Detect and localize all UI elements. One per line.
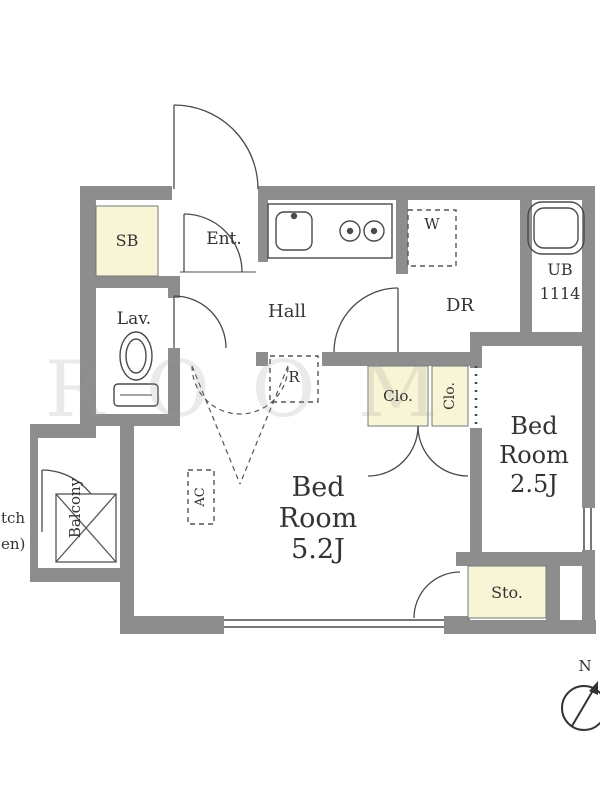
refrigerator-box xyxy=(269,355,319,403)
lavatory-door-arc xyxy=(173,295,227,349)
compass-icon xyxy=(561,681,600,731)
closet-door-arcs xyxy=(367,425,469,477)
dashed-equipment xyxy=(187,209,457,525)
hall-door-arc xyxy=(183,213,243,273)
label-entrance: Ent. xyxy=(206,229,242,249)
label-compass-north: N xyxy=(578,657,592,675)
label-lavatory: Lav. xyxy=(116,309,152,329)
washer-box xyxy=(407,209,457,267)
label-balcony: Balcony xyxy=(66,477,85,539)
label-closet-2: Clo. xyxy=(441,382,458,410)
ac-box xyxy=(187,469,215,525)
label-bedroom-25: Bed Room 2.5J xyxy=(499,412,569,498)
entrance-door-arc xyxy=(173,104,259,190)
label-closet-1: Clo. xyxy=(383,387,413,405)
watermark: ROOM xyxy=(45,345,480,435)
label-refrigerator: R xyxy=(288,368,300,386)
kitchen-counter xyxy=(267,203,393,259)
label-edge-fragment: tch en) xyxy=(1,509,26,553)
windows xyxy=(180,271,592,628)
label-washer: W xyxy=(424,215,440,233)
evacuation-hatch-icon xyxy=(55,493,117,563)
closet-1-zone xyxy=(367,365,429,427)
label-bedroom-52: Bed Room 5.2J xyxy=(278,472,358,565)
shoe-box-zone xyxy=(95,205,159,277)
label-ac: AC xyxy=(192,487,208,507)
label-dining-room: DR xyxy=(446,295,474,316)
walls xyxy=(30,186,596,634)
toilet-icon xyxy=(113,331,159,407)
label-unit-bath: UB 1114 xyxy=(539,260,581,303)
storage-zones xyxy=(95,205,547,619)
sink-icon xyxy=(275,211,313,251)
storage-zone xyxy=(467,565,547,619)
folding-door-dashed xyxy=(191,365,289,485)
label-storage: Sto. xyxy=(491,583,523,602)
label-hall: Hall xyxy=(268,301,306,322)
dr-door-arc xyxy=(333,287,399,353)
bathtub-icon xyxy=(527,201,585,255)
faucet-icon xyxy=(290,212,298,220)
closet-2-zone xyxy=(431,365,469,427)
storage-door-arc xyxy=(413,571,461,619)
label-shoe-box: SB xyxy=(115,231,139,250)
